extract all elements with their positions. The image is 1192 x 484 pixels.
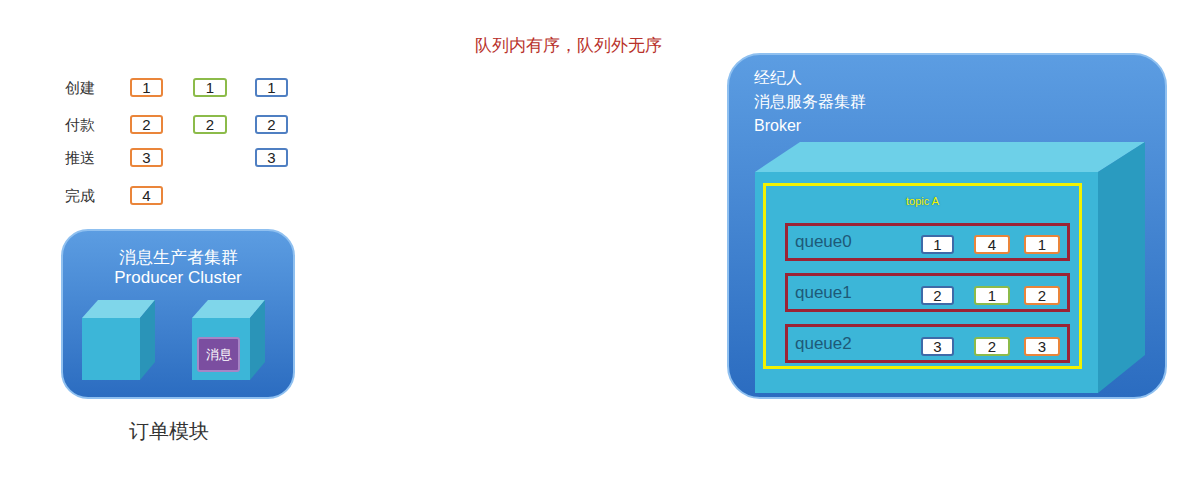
step-number: 2 xyxy=(206,117,214,132)
step-number-box: 2 xyxy=(255,115,288,134)
queue-box: queue2 3 2 3 xyxy=(785,324,1070,363)
row-label: 付款 xyxy=(65,115,95,134)
step-number-box: 4 xyxy=(974,235,1010,254)
step-number: 2 xyxy=(267,117,275,132)
queue-box: queue1 2 1 2 xyxy=(785,273,1070,312)
row-label: 推送 xyxy=(65,148,95,167)
step-number-box: 1 xyxy=(255,78,288,97)
step-number-box: 4 xyxy=(130,186,163,205)
server-cube xyxy=(192,300,265,380)
step-number: 3 xyxy=(142,150,150,165)
broker-cube xyxy=(755,142,1145,393)
step-number: 3 xyxy=(1038,339,1046,354)
broker-panel xyxy=(728,54,1166,398)
step-number-box: 1 xyxy=(130,78,163,97)
server-cube xyxy=(82,300,155,380)
queue-box: queue0 1 4 1 xyxy=(785,223,1070,261)
step-number: 2 xyxy=(988,339,996,354)
step-number-box: 2 xyxy=(974,337,1010,356)
step-number: 1 xyxy=(206,80,214,95)
title: 队列内有序，队列外无序 xyxy=(0,34,1136,57)
node-text: topic A xyxy=(906,195,939,207)
step-number-box: 3 xyxy=(130,148,163,167)
node-text: 消息生产者集群 Producer Cluster xyxy=(98,248,258,288)
step-number: 2 xyxy=(1038,288,1046,303)
step-number-box: 1 xyxy=(921,235,954,254)
node-text: 经纪人 消息服务器集群 Broker xyxy=(754,66,884,138)
step-number-box: 2 xyxy=(1024,286,1060,305)
node-text: 消息 xyxy=(206,346,232,364)
row-label: 创建 xyxy=(65,78,95,97)
step-number-box: 2 xyxy=(921,286,954,305)
step-number-box: 2 xyxy=(193,115,227,134)
topic-box: topic A queue0 1 4 1 queue1 2 1 2 queue2 3 2 3 xyxy=(763,183,1082,369)
step-number: 1 xyxy=(1038,237,1046,252)
producer-cluster: 消息生产者集群 Producer Cluster 消息 xyxy=(62,230,294,398)
step-number: 3 xyxy=(267,150,275,165)
step-number-box: 3 xyxy=(255,148,288,167)
broker-cluster: 经纪人 消息服务器集群 Brokertopic Aqueue0141queue1… xyxy=(728,54,1166,398)
step-number-box: 1 xyxy=(1024,235,1060,254)
producer-panel xyxy=(62,230,294,398)
step-number-box: 1 xyxy=(193,78,227,97)
module-caption: 订单模块 xyxy=(129,422,209,441)
step-number: 1 xyxy=(142,80,150,95)
step-number-box: 2 xyxy=(130,115,163,134)
step-number: 3 xyxy=(933,339,941,354)
step-number: 1 xyxy=(933,237,941,252)
step-number: 4 xyxy=(142,188,150,203)
step-number-box: 3 xyxy=(921,337,954,356)
step-number: 2 xyxy=(142,117,150,132)
step-number: 1 xyxy=(988,288,996,303)
queue-name: queue0 xyxy=(795,232,852,252)
step-number: 1 xyxy=(267,80,275,95)
step-number-box: 1 xyxy=(974,286,1010,305)
step-number: 2 xyxy=(933,288,941,303)
queue-name: queue2 xyxy=(795,334,852,354)
row-label: 完成 xyxy=(65,186,95,205)
message-box: 消息 xyxy=(197,337,240,372)
step-number-box: 3 xyxy=(1024,337,1060,356)
step-number: 4 xyxy=(988,237,996,252)
queue-name: queue1 xyxy=(795,283,852,303)
